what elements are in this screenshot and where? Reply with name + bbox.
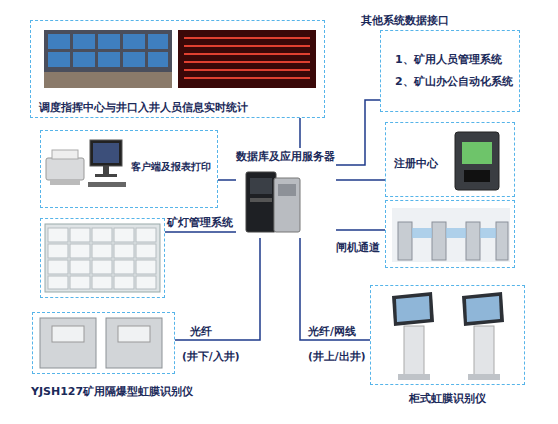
node-label: 矿灯管理系统 (167, 216, 233, 229)
node-label: 1、矿用人员管理系统 (395, 53, 502, 66)
node-label: 数据库及应用服务器 (236, 150, 335, 163)
node-label: 2、矿山办公自动化系统 (395, 75, 513, 88)
turnstile-gates (392, 208, 510, 262)
connector-line (299, 118, 301, 148)
node-label: 闸机通道 (336, 241, 380, 254)
interface-panel: 其他系统数据接口1、矿用人员管理系统2、矿山办公自动化系统 (380, 30, 520, 112)
section-heading: 其他系统数据接口 (361, 14, 449, 27)
server-towers (246, 172, 300, 232)
client-panel: 客户端及报表打印 (40, 130, 218, 208)
lamp-cabinet (45, 224, 160, 292)
connector-line (165, 231, 236, 233)
node-label: 客户端及报表打印 (131, 161, 211, 173)
edge-label: 光纤 (188, 325, 214, 338)
node-label: 调度指挥中心与井口入井人员信息实时统计 (39, 101, 248, 114)
connector-line (336, 179, 385, 181)
connector-line (336, 229, 385, 231)
iris-panel: YJSH127矿用隔爆型虹膜识别仪 (32, 312, 175, 374)
kiosk-recognizer (392, 292, 504, 380)
video-wall (44, 30, 172, 88)
location-note: (井上/出井) (306, 350, 367, 363)
register-panel: 注册中心 (385, 122, 515, 197)
location-note: (井下/入井) (180, 350, 241, 363)
connector-line (175, 238, 260, 340)
connector-line (218, 179, 236, 181)
lamp-panel: 矿灯管理系统 (40, 218, 165, 298)
node-label: YJSH127矿用隔爆型虹膜识别仪 (31, 385, 193, 398)
statistics-board (178, 30, 316, 88)
iris-recognizer (40, 318, 162, 368)
gate-panel: 闸机通道 (385, 200, 515, 268)
registration-device (455, 132, 499, 190)
printer-computer (46, 140, 126, 187)
node-label: 柜式虹膜识别仪 (409, 392, 486, 405)
connector-line (336, 100, 380, 165)
node-label: 注册中心 (394, 157, 438, 170)
display-panel: 调度指挥中心与井口入井人员信息实时统计 (30, 20, 325, 118)
edge-label: 光纤/网线 (306, 325, 358, 338)
kiosk-panel: 柜式虹膜识别仪 (370, 285, 525, 385)
server-node: 数据库及应用服务器 (236, 148, 336, 238)
